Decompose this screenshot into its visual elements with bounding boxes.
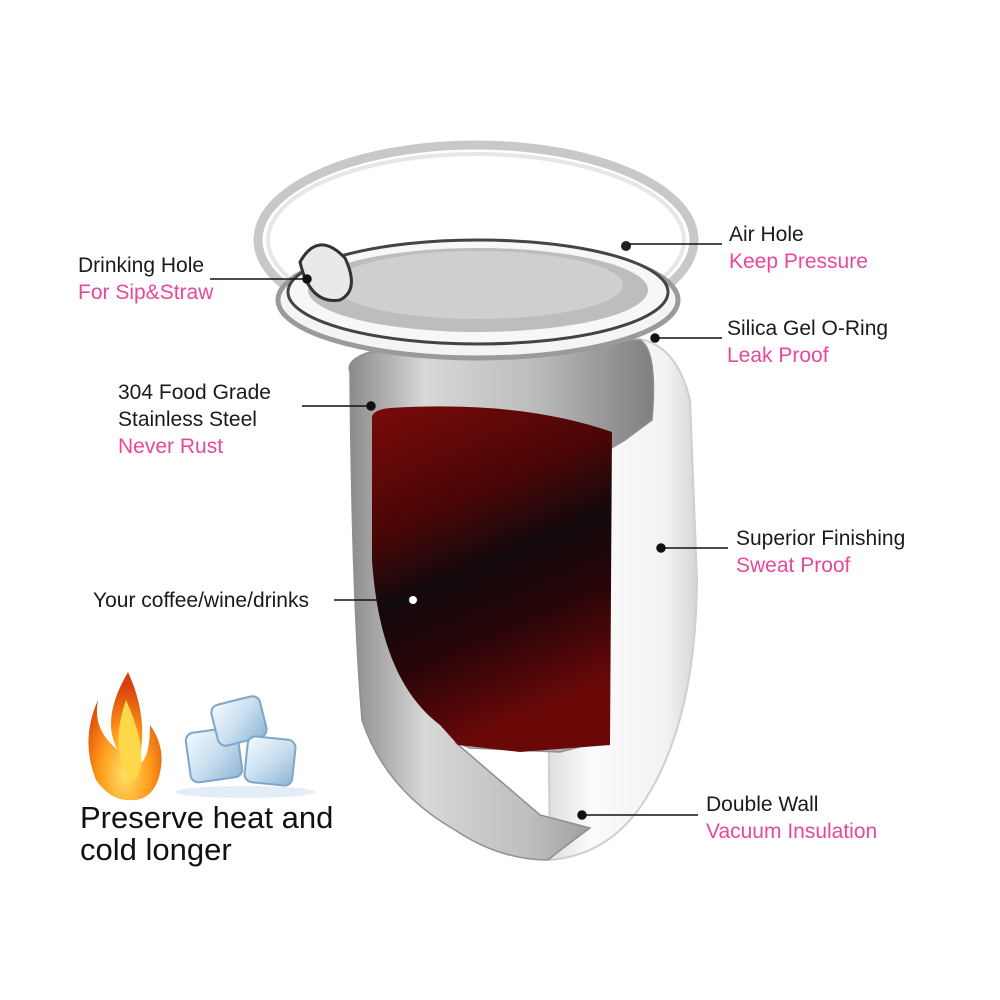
air-hole [621,241,631,251]
callout-steel: 304 Food Grade Stainless Steel Never Rus… [118,379,271,460]
tagline-line2: cold longer [80,832,232,867]
air-hole-label: Air Hole [729,223,804,246]
oring-label: Silica Gel O-Ring [727,317,889,340]
finishing-sub: Sweat Proof [736,554,851,577]
drinking-hole [298,243,353,303]
flame-icon [88,672,162,801]
steel-label-line2: Stainless Steel [118,408,257,431]
callout-drinks: Your coffee/wine/drinks [93,587,309,614]
callout-drinking-hole: Drinking Hole For Sip&Straw [78,252,213,306]
drinking-hole-label: Drinking Hole [78,254,205,277]
double-wall-sub: Vacuum Insulation [706,820,878,843]
tagline-line1: Preserve heat and [80,800,334,835]
ice-cubes-icon [175,695,315,798]
double-wall-label: Double Wall [706,793,819,816]
tagline: Preserve heat and cold longer [80,802,333,866]
callout-double-wall: Double Wall Vacuum Insulation [706,791,877,845]
oring-sub: Leak Proof [727,344,829,367]
steel-label-line1: 304 Food Grade [118,381,271,404]
steel-sub: Never Rust [118,435,224,458]
callout-finishing: Superior Finishing Sweat Proof [736,525,905,579]
liquid [371,406,612,752]
drinks-label: Your coffee/wine/drinks [93,589,309,612]
air-hole-sub: Keep Pressure [729,250,868,273]
callout-oring: Silica Gel O-Ring Leak Proof [727,315,888,369]
finishing-label: Superior Finishing [736,527,906,550]
callout-air-hole: Air Hole Keep Pressure [729,221,868,275]
drinking-hole-sub: For Sip&Straw [78,281,214,304]
